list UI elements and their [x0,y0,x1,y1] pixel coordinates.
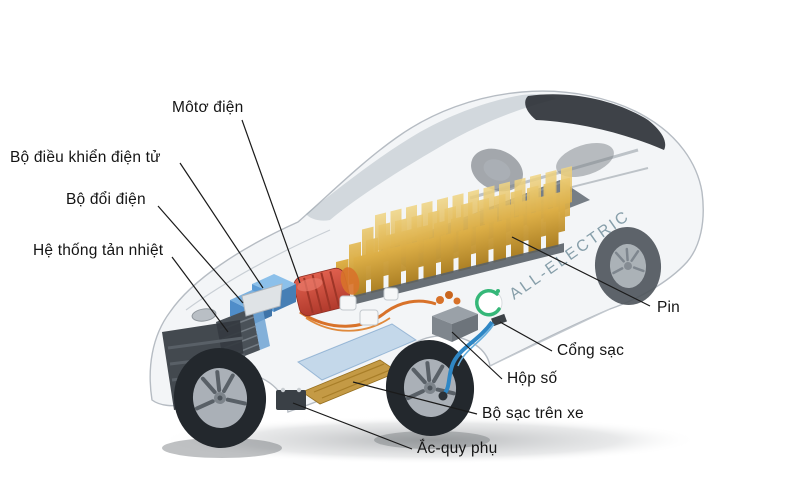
front-emblem [191,308,217,322]
leader-line-motor [241,119,301,284]
orange-cables [299,291,461,332]
charge-port-logo [475,289,507,327]
headlight [241,283,283,317]
electric-motor [293,267,360,317]
label-charge-port: Cổng sạc [557,342,625,359]
label-inverter: Bộ đổi điện [66,191,146,208]
label-onboard-charger: Bộ sạc trên xe [482,405,584,422]
leader-line-charge-port [499,321,553,352]
label-battery: Pin [657,299,681,316]
rear-right-wheel [594,227,662,305]
leader-lines [157,119,651,450]
leader-line-gearbox [451,331,503,380]
label-aux-battery: Ắc-quy phụ [417,440,498,457]
windshield-glass [306,94,556,221]
label-gearbox: Hộp số [507,370,558,387]
label-motor: Môtơ điện [172,99,244,116]
front-wheel [173,348,267,448]
leader-line-controller [179,162,264,289]
ground-shadow [160,416,700,464]
charging-cable [438,320,495,401]
rear-glass [525,94,666,150]
label-cooling: Hệ thống tản nhiệt [33,242,164,259]
gearbox [432,306,478,342]
leader-line-cooling [171,256,229,333]
leader-line-battery [511,236,651,307]
leader-line-aux-battery [292,402,413,450]
leader-line-onboard-charger [352,381,478,415]
leader-line-inverter [157,205,244,304]
label-controller: Bộ điều khiển điện tử [10,149,161,166]
coolant-tanks [339,287,399,326]
floor-cooling-plate [296,323,418,381]
